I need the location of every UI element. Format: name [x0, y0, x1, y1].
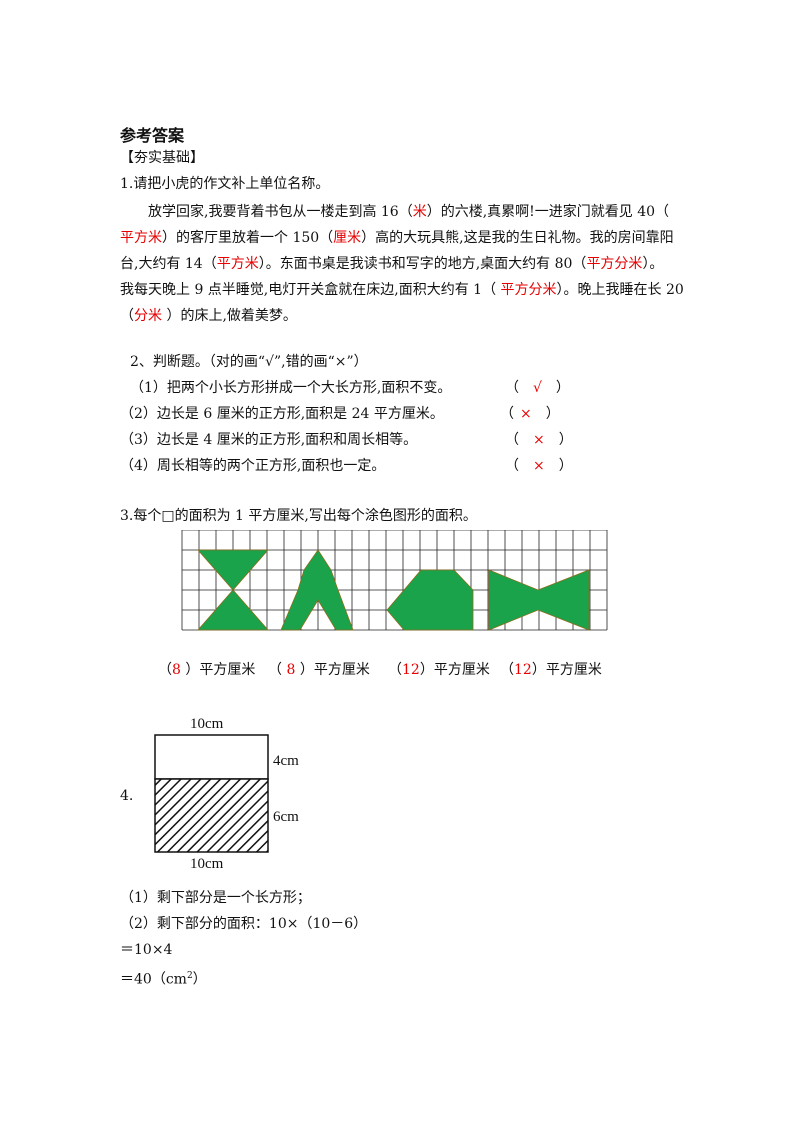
paren-open: （: [158, 662, 172, 678]
q4-solution-text: ）: [192, 971, 207, 988]
q1-prompt: 1.请把小虎的作文补上单位名称。: [120, 176, 330, 192]
paren-close: ）: [558, 458, 573, 474]
q3-answer-value: 8: [286, 662, 296, 678]
q4-solution-3: ＝10×4: [120, 942, 173, 958]
q4-exponent: 2: [186, 971, 193, 981]
q4-label-top: 10cm: [190, 716, 224, 732]
q2-item-1-text: （1）把两个小长方形拼成一个大长方形,面积不变。: [130, 380, 452, 396]
q3-answer-value: 12: [402, 662, 420, 678]
paren-open: （: [505, 380, 519, 396]
q4-rectangle-diagram: 10cm 4cm 6cm 10cm: [154, 716, 299, 872]
q2-answer: √: [533, 380, 542, 396]
q4-top-part: [154, 734, 269, 780]
q3-answer-value: 8: [172, 662, 181, 678]
q3-answer-unit: ）平方厘米: [180, 662, 256, 678]
paren-close: ）: [545, 406, 560, 422]
q4-solution-1: （1）剩下部分是一个长方形；: [120, 890, 311, 906]
q3-answer-3: （12）平方厘米: [388, 660, 490, 680]
q2-item-3-text: （3）边长是 4 厘米的正方形,面积和周长相等。: [120, 432, 418, 448]
q4-solution-2: （2）剩下部分的面积：10×（10－6）: [120, 916, 368, 932]
shape-1-top-triangle: [197, 549, 269, 591]
paren-open: （: [500, 406, 514, 422]
section-heading: 【夯实基础】: [120, 150, 204, 166]
shape-3-hexagon: [386, 569, 474, 631]
shape-2-rocket: [280, 549, 354, 631]
q2-answer: ×: [520, 406, 532, 422]
q1-line-5: （分米 ）的床上,做着美梦。: [120, 306, 297, 326]
q1-answer: 平方米: [120, 230, 162, 246]
q4-number: 4.: [120, 788, 134, 804]
q3-answer-unit: ）平方厘米: [531, 662, 602, 678]
q4-label-right-top: 4cm: [273, 753, 299, 769]
q1-text: 放学回家,我要背着书包从一楼走到高 16（: [148, 204, 413, 220]
q1-text: ）的六楼,真累啊!一进家门就看见 40（: [426, 204, 670, 220]
q3-answer-value: 12: [514, 662, 532, 678]
paren-open: （: [388, 662, 402, 678]
paren-open: （: [505, 458, 519, 474]
q1-text: ）的床上,做着美梦。: [162, 308, 297, 324]
q4-solution-text: ＝40（cm: [120, 971, 187, 988]
q2-item-3-answer-box: （ × ）: [505, 430, 573, 450]
q3-prompt: 3.每个□的面积为 1 平方厘米,写出每个涂色图形的面积。: [120, 508, 477, 524]
shape-4-bowtie: [488, 569, 590, 631]
q1-text: ）。东面书桌是我读书和写字的地方,桌面大约有 80（: [258, 256, 587, 272]
q2-answer: ×: [533, 432, 545, 448]
q1-text: ）高的大玩具熊,这是我的生日礼物。我的房间靠阳: [361, 230, 674, 246]
q1-text: ）的客厅里放着一个 150（: [162, 230, 334, 246]
q3-answer-unit: ）平方厘米: [295, 662, 370, 678]
q1-line-2: 平方米）的客厅里放着一个 150（厘米）高的大玩具熊,这是我的生日礼物。我的房间…: [120, 228, 674, 248]
paren-open: （: [505, 432, 519, 448]
q1-answer: 厘米: [333, 230, 362, 246]
q2-item-1-answer-box: （ √ ）: [505, 378, 570, 398]
q2-item-4-text: （4）周长相等的两个正方形,面积也一定。: [120, 458, 386, 474]
q3-answer-4: （12）平方厘米: [500, 660, 602, 680]
q1-answer: 平方分米: [586, 256, 643, 272]
q3-answer-1: （8 ）平方厘米: [158, 660, 255, 680]
q2-item-2-text: （2）边长是 6 厘米的正方形,面积是 24 平方厘米。: [120, 406, 444, 422]
paren-close: ）: [555, 380, 570, 396]
q1-line-4: 我每天晚上 9 点半睡觉,电灯开关盒就在床边,面积大约有 1（ 平方分米）。晚上…: [120, 280, 684, 300]
q2-prompt: 2、判断题。（对的画“√”,错的画“×”）: [130, 354, 368, 370]
q1-text: （: [120, 308, 134, 324]
q1-answer: 米: [412, 204, 427, 220]
paren-open: （: [500, 662, 514, 678]
q3-answer-2: （ 8 ）平方厘米: [268, 660, 370, 680]
q4-shaded-part: [154, 778, 269, 853]
q2-answer: ×: [533, 458, 545, 474]
q1-text: ）。: [642, 256, 664, 272]
q1-text: 台,大约有 14（: [120, 256, 217, 272]
q1-answer: 平方米: [216, 256, 259, 272]
q2-item-2-answer-box: （ × ）: [500, 404, 560, 424]
page-title: 参考答案: [120, 126, 185, 145]
q1-line-1: 放学回家,我要背着书包从一楼走到高 16（米）的六楼,真累啊!一进家门就看见 4…: [148, 202, 669, 222]
shape-1-bottom-triangle: [197, 589, 269, 631]
q2-item-4-answer-box: （ × ）: [505, 456, 573, 476]
shape-grid: [181, 530, 608, 631]
q1-text: 我每天晚上 9 点半睡觉,电灯开关盒就在床边,面积大约有 1（: [120, 282, 501, 298]
q4-label-right-bottom: 6cm: [273, 809, 299, 825]
q1-answer: 分米: [134, 308, 162, 324]
q4-solution-4: ＝40（cm2）: [120, 966, 207, 990]
q1-answer: 平方分米: [500, 282, 557, 298]
paren-open: （: [268, 662, 287, 678]
q1-line-3: 台,大约有 14（平方米）。东面书桌是我读书和写字的地方,桌面大约有 80（平方…: [120, 254, 663, 274]
q4-label-bottom: 10cm: [190, 856, 224, 872]
paren-close: ）: [558, 432, 573, 448]
q3-answer-unit: ）平方厘米: [419, 662, 490, 678]
q1-text: ）。晚上我睡在长 20: [556, 282, 684, 298]
